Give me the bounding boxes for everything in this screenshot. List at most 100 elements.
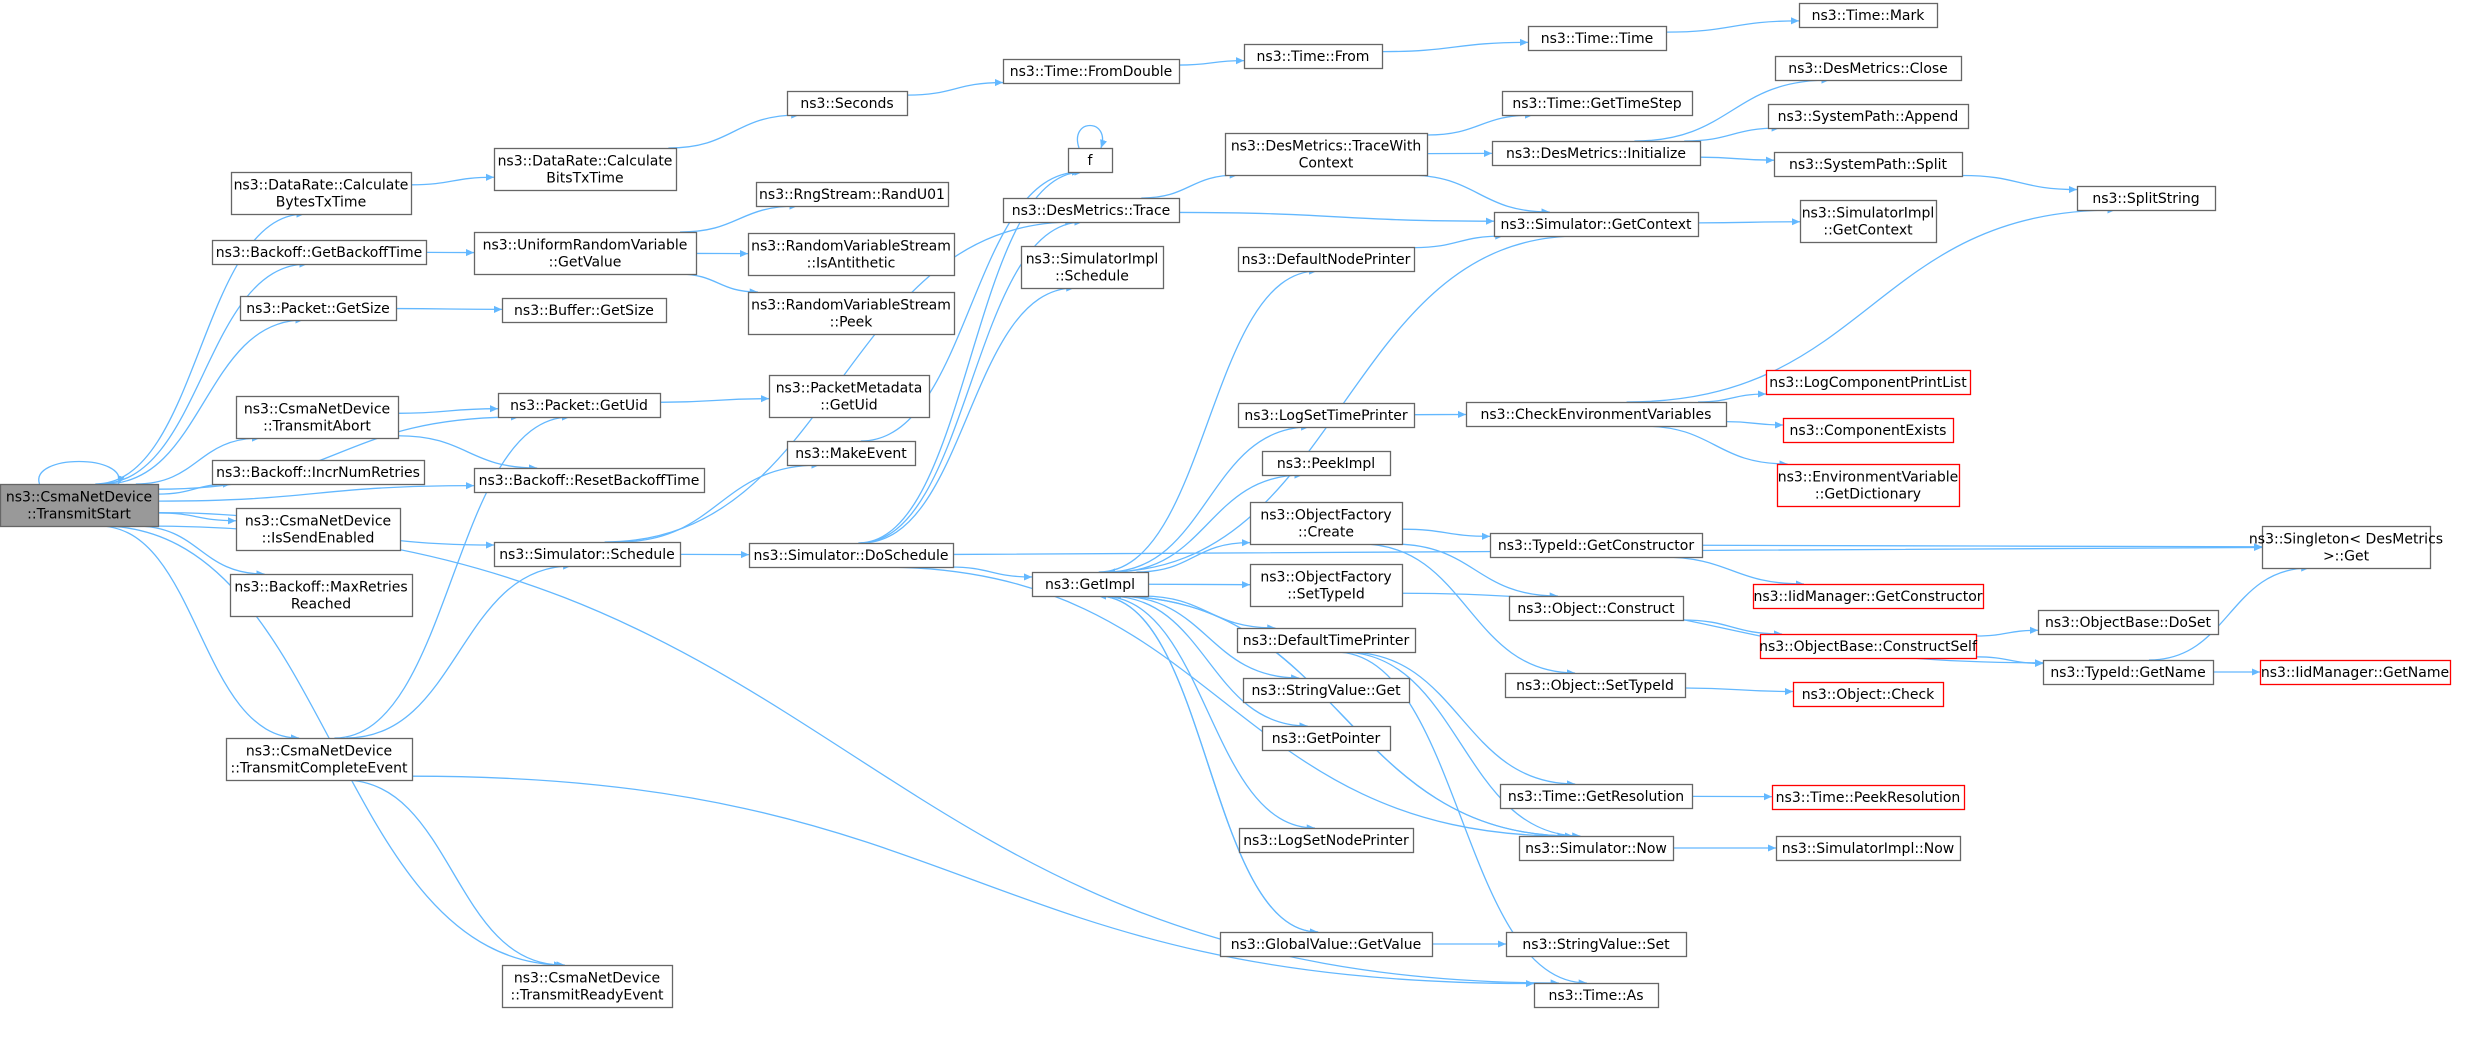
node-label: ns3::PeekImpl <box>1277 456 1375 472</box>
node-resetbackoff[interactable]: ns3::Backoff::ResetBackoffTime <box>473 467 706 494</box>
node-logsetnodeprinter[interactable]: ns3::LogSetNodePrinter <box>1238 827 1415 854</box>
node-typeidgetconstructor[interactable]: ns3::TypeId::GetConstructor <box>1489 532 1704 559</box>
node-simschedule[interactable]: ns3::Simulator::Schedule <box>493 541 682 568</box>
node-randu01[interactable]: ns3::RngStream::RandU01 <box>755 181 950 208</box>
node-logcomplist[interactable]: ns3::LogComponentPrintList <box>1765 369 1972 396</box>
call-edge-timefrom-timetime <box>1381 38 1529 53</box>
node-envgetdict[interactable]: ns3::EnvironmentVariable::GetDictionary <box>1776 463 1961 508</box>
node-peekimpl[interactable]: ns3::PeekImpl <box>1261 450 1392 477</box>
node-timeas[interactable]: ns3::Time::As <box>1533 982 1660 1009</box>
node-label: ns3::RandomVariableStream <box>751 239 951 255</box>
node-simimplgetcontext[interactable]: ns3::SimulatorImpl::GetContext <box>1799 199 1938 244</box>
node-desclose[interactable]: ns3::DesMetrics::Close <box>1774 55 1963 82</box>
node-objconstruct[interactable]: ns3::Object::Construct <box>1508 595 1685 622</box>
node-objsettypeid[interactable]: ns3::Object::SetTypeId <box>1504 672 1687 699</box>
node-defaulttimeprinter[interactable]: ns3::DefaultTimePrinter <box>1236 627 1417 654</box>
node-peekresolution[interactable]: ns3::Time::PeekResolution <box>1771 784 1966 811</box>
node-getimpl[interactable]: ns3::GetImpl <box>1031 571 1150 598</box>
node-ofcreate[interactable]: ns3::ObjectFactory::Create <box>1249 501 1404 546</box>
node-getbackofftime[interactable]: ns3::Backoff::GetBackoffTime <box>211 239 428 266</box>
call-edge-getimpl-logsettimeprinter <box>1106 423 1310 573</box>
node-transmitstart[interactable]: ns3::CsmaNetDevice::TransmitStart <box>0 483 160 528</box>
node-objcheck[interactable]: ns3::Object::Check <box>1792 681 1945 708</box>
node-makeevent[interactable]: ns3::MakeEvent <box>786 440 917 467</box>
call-edge-tracewithcontext-gettimestep <box>1426 111 1534 136</box>
node-constructself[interactable]: ns3::ObjectBase::ConstructSelf <box>1759 633 1978 660</box>
node-rvspeek[interactable]: ns3::RandomVariableStream::Peek <box>747 291 956 336</box>
node-box <box>1767 103 1970 130</box>
node-label: ns3::TypeId::GetConstructor <box>1498 538 1694 554</box>
node-label: ::IsAntithetic <box>807 256 896 272</box>
node-objbasedoset[interactable]: ns3::ObjectBase::DoSet <box>2037 609 2220 636</box>
node-box <box>211 459 426 486</box>
node-packetgetuid[interactable]: ns3::Packet::GetUid <box>497 392 662 419</box>
node-iidgetname[interactable]: ns3::IidManager::GetName <box>2259 659 2452 686</box>
call-edge-getimpl-defaultnodeprinter <box>1098 267 1318 573</box>
node-transmitcomplete[interactable]: ns3::CsmaNetDevice::TransmitCompleteEven… <box>225 737 414 782</box>
node-timemark[interactable]: ns3::Time::Mark <box>1798 2 1939 29</box>
node-logsettimeprinter[interactable]: ns3::LogSetTimePrinter <box>1237 402 1416 429</box>
node-checkenv[interactable]: ns3::CheckEnvironmentVariables <box>1465 401 1728 428</box>
node-box <box>1002 197 1181 224</box>
node-urvgetvalue[interactable]: ns3::UniformRandomVariable::GetValue <box>473 231 698 276</box>
call-edge-transmitcomplete-timeas <box>411 775 1535 988</box>
node-gvgetvalue[interactable]: ns3::GlobalValue::GetValue <box>1219 931 1434 958</box>
node-transmitabort[interactable]: ns3::CsmaNetDevice::TransmitAbort <box>235 395 400 440</box>
node-box <box>211 239 428 266</box>
node-simimplnow[interactable]: ns3::SimulatorImpl::Now <box>1775 835 1962 862</box>
node-label: ::GetContext <box>1823 223 1913 239</box>
node-pmgetuid[interactable]: ns3::PacketMetadata::GetUid <box>768 374 931 419</box>
node-simimplschedule[interactable]: ns3::SimulatorImpl::Schedule <box>1020 245 1165 290</box>
node-simnow[interactable]: ns3::Simulator::Now <box>1518 835 1675 862</box>
node-seconds[interactable]: ns3::Seconds <box>786 90 909 117</box>
node-timetime[interactable]: ns3::Time::Time <box>1527 25 1668 52</box>
node-packetgetsize[interactable]: ns3::Packet::GetSize <box>239 295 398 322</box>
node-desinitialize[interactable]: ns3::DesMetrics::Initialize <box>1491 140 1702 167</box>
node-incrnumretries[interactable]: ns3::Backoff::IncrNumRetries <box>211 459 426 486</box>
node-buffergetsize[interactable]: ns3::Buffer::GetSize <box>501 297 668 324</box>
node-stringvalueset[interactable]: ns3::StringValue::Set <box>1505 931 1688 958</box>
call-edge-getimpl-getpointer <box>1108 595 1308 730</box>
node-desmetricstrace[interactable]: ns3::DesMetrics::Trace <box>1002 197 1181 224</box>
node-transmitready[interactable]: ns3::CsmaNetDevice::TransmitReadyEvent <box>501 964 674 1009</box>
node-f[interactable]: f <box>1067 147 1114 174</box>
node-isantithetic[interactable]: ns3::RandomVariableStream::IsAntithetic <box>747 232 956 277</box>
node-iidgetconstructor[interactable]: ns3::IidManager::GetConstructor <box>1752 583 1985 610</box>
node-defaultnodeprinter[interactable]: ns3::DefaultNodePrinter <box>1237 246 1416 273</box>
node-gettimestep[interactable]: ns3::Time::GetTimeStep <box>1501 90 1694 117</box>
node-label: ns3::DefaultTimePrinter <box>1243 633 1410 649</box>
node-sysappend[interactable]: ns3::SystemPath::Append <box>1767 103 1970 130</box>
call-edge-transmitstart-packetgetuid <box>157 413 520 490</box>
call-edge-fromdouble-timefrom <box>1178 57 1245 66</box>
node-box <box>747 232 956 277</box>
node-ofsettypeid[interactable]: ns3::ObjectFactory::SetTypeId <box>1249 563 1404 608</box>
node-getresolution[interactable]: ns3::Time::GetResolution <box>1499 783 1694 810</box>
node-label: ns3::ComponentExists <box>1790 423 1947 439</box>
call-edge-defaulttimeprinter-simnow <box>1341 651 1581 840</box>
node-stringvalueget[interactable]: ns3::StringValue::Get <box>1242 677 1411 704</box>
call-edge-getimpl-stringvalueget <box>1116 595 1300 682</box>
node-compexists[interactable]: ns3::ComponentExists <box>1782 417 1955 444</box>
node-box <box>1792 681 1945 708</box>
node-timefrom[interactable]: ns3::Time::From <box>1243 43 1384 70</box>
node-singletonget[interactable]: ns3::Singleton< DesMetrics >::Get <box>2249 525 2443 570</box>
call-edge-makeevent-f <box>860 168 1081 442</box>
node-typeidgetname[interactable]: ns3::TypeId::GetName <box>2042 659 2215 686</box>
node-label: ns3::Simulator::Schedule <box>499 547 675 563</box>
node-simgetcontext[interactable]: ns3::Simulator::GetContext <box>1493 211 1700 238</box>
node-getpointer[interactable]: ns3::GetPointer <box>1261 725 1392 752</box>
node-label: ns3::CsmaNetDevice <box>245 514 391 530</box>
node-label: ns3::Time::Time <box>1541 31 1653 47</box>
node-label: ::Peek <box>830 315 874 331</box>
node-splitstring[interactable]: ns3::SplitString <box>2076 185 2217 212</box>
call-edge-desmetricstrace-tracewithcontext <box>1141 171 1238 199</box>
node-issendenabled[interactable]: ns3::CsmaNetDevice::IsSendEnabled <box>235 507 402 552</box>
node-syssplit[interactable]: ns3::SystemPath::Split <box>1773 151 1964 178</box>
node-doschedule[interactable]: ns3::Simulator::DoSchedule <box>748 542 955 569</box>
node-fromdouble[interactable]: ns3::Time::FromDouble <box>1002 58 1181 85</box>
node-box <box>1249 501 1404 546</box>
